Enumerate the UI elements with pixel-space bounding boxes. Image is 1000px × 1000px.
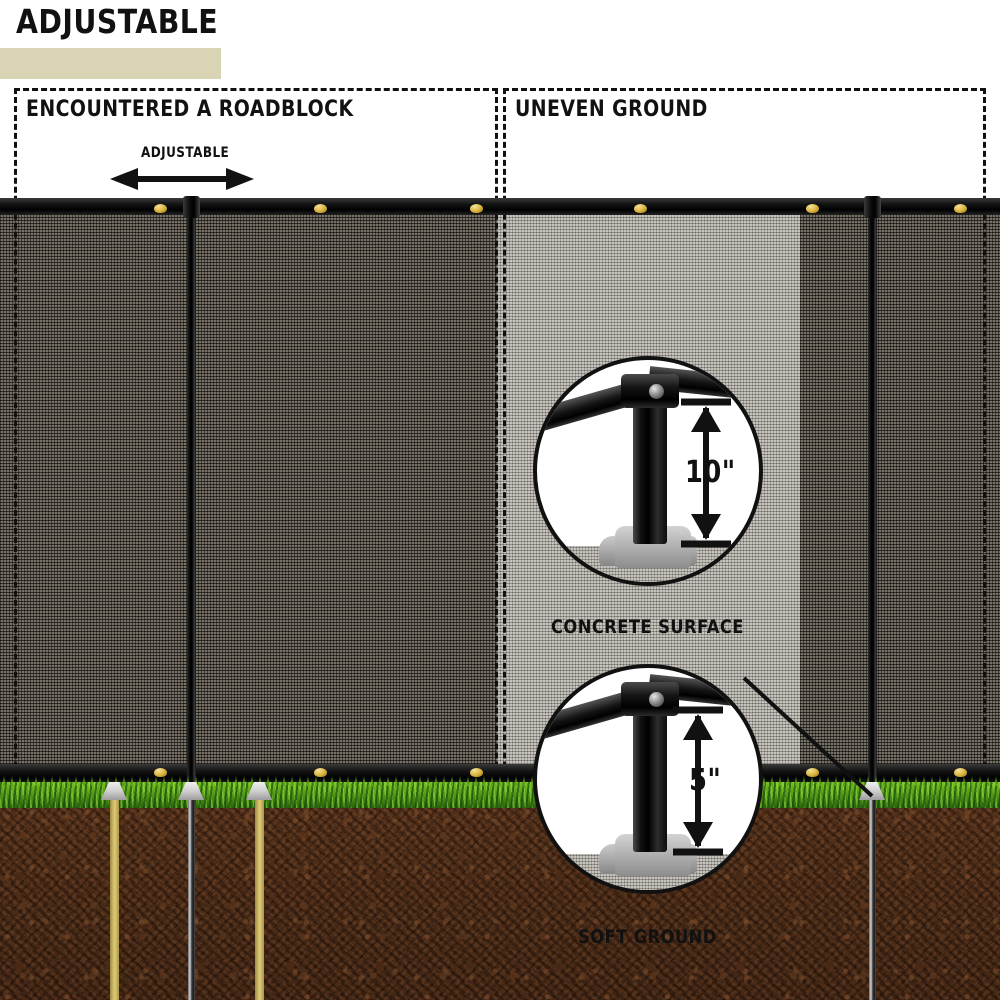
metal-ground-stake-right (869, 788, 876, 1000)
callout-circle-concrete: 10" (533, 356, 763, 586)
bracket-knob-icon (649, 692, 664, 707)
wooden-stake (110, 788, 119, 1000)
fence-top-rail (0, 198, 1000, 215)
rail-clip-icon (954, 204, 967, 213)
callout-circle-soft-ground: 5" (533, 664, 763, 894)
title-accent-bar (0, 48, 221, 79)
rail-clip-icon (314, 204, 327, 213)
callout-caption-soft-ground: SOFT GROUND (578, 926, 717, 948)
rail-clip-icon (154, 204, 167, 213)
dimension-value-soft-ground: 5" (689, 763, 722, 798)
fence-post-right (868, 202, 877, 802)
panel-left-heading: ENCOUNTERED A ROADBLOCK (26, 97, 354, 122)
page-title: ADJUSTABLE (16, 2, 219, 41)
fence-post-cap (864, 196, 881, 218)
panel-right-heading: UNEVEN GROUND (515, 97, 708, 122)
rail-clip-icon (806, 204, 819, 213)
callout-fence-post (633, 694, 667, 852)
rail-clip-icon (470, 204, 483, 213)
adjustable-double-arrow-icon (110, 168, 254, 190)
stake-collar (178, 782, 204, 800)
rail-clip-icon (470, 768, 483, 777)
dimension-value-concrete: 10" (685, 455, 736, 490)
rail-clip-icon (634, 204, 647, 213)
fence-post-left (187, 202, 196, 790)
wooden-stake (255, 788, 264, 1000)
stake-collar (101, 782, 127, 800)
dimension-arrow-10in (681, 398, 731, 548)
fence-mesh-dark-right (800, 214, 1000, 782)
metal-ground-stake-left (188, 788, 195, 1000)
rail-clip-icon (314, 768, 327, 777)
callout-caption-concrete: CONCRETE SURFACE (551, 616, 744, 638)
adjustable-span-label: ADJUSTABLE (141, 145, 230, 161)
fence-post-cap (183, 196, 200, 218)
grass-blades (0, 776, 1000, 786)
dimension-arrow-5in (673, 706, 723, 856)
fence-cross-section-illustration: 10" CONCRETE SURFACE 5" SOFT GROUND (0, 196, 1000, 1000)
callout-fence-post (633, 386, 667, 544)
rail-clip-icon (154, 768, 167, 777)
stake-collar (246, 782, 272, 800)
soil-cross-section (0, 806, 1000, 1000)
bracket-knob-icon (649, 384, 664, 399)
rail-clip-icon (954, 768, 967, 777)
fence-mesh-dark-left (0, 214, 497, 782)
